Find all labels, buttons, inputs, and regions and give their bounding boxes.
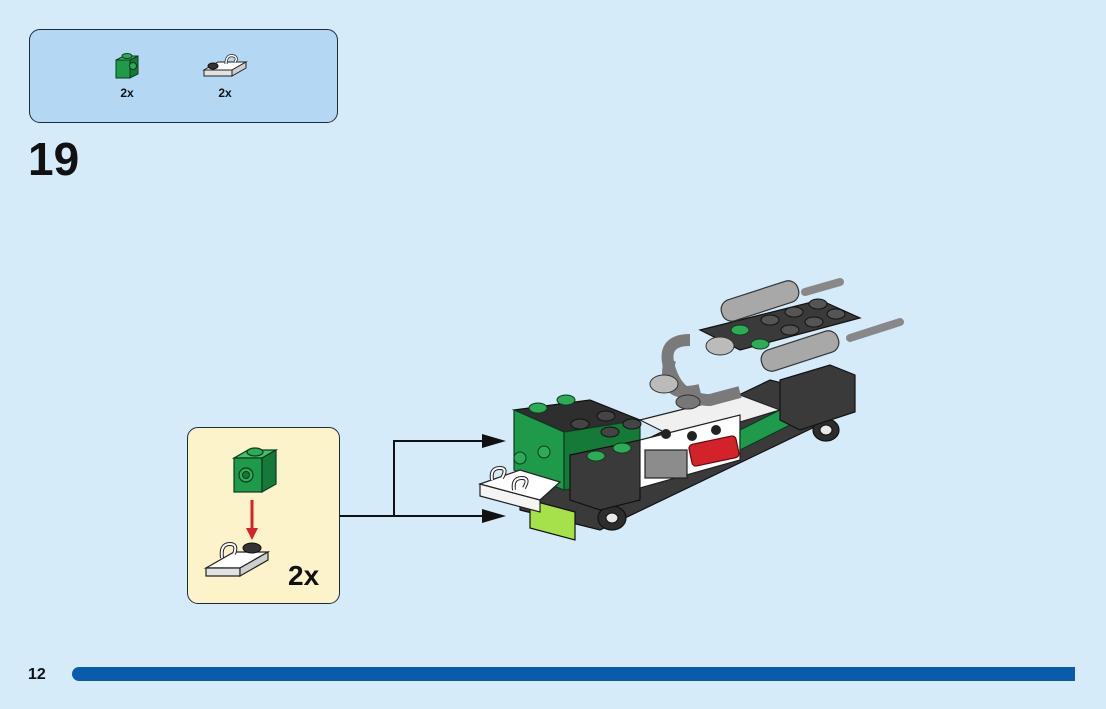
part-quantity: 2x xyxy=(218,86,232,100)
parts-list-item: 2x xyxy=(198,50,252,100)
callout-connector-arrows xyxy=(340,434,506,523)
subassembly-illustration xyxy=(203,447,279,578)
white-clip-plate-icon xyxy=(202,54,248,77)
page-progress-fill xyxy=(72,667,1075,681)
part-quantity: 2x xyxy=(120,86,134,100)
parts-list-panel: 2x 2x xyxy=(29,29,338,123)
vehicle-model xyxy=(477,278,904,541)
subassembly-callout: 2x xyxy=(187,427,340,604)
step-number: 19 xyxy=(28,133,80,185)
page-progress-bar xyxy=(72,667,1106,681)
page-number: 12 xyxy=(28,666,46,683)
parts-list-item: 2x xyxy=(112,50,142,100)
callout-multiplier: 2x xyxy=(288,560,320,591)
green-brick-with-side-stud-icon xyxy=(115,53,139,79)
